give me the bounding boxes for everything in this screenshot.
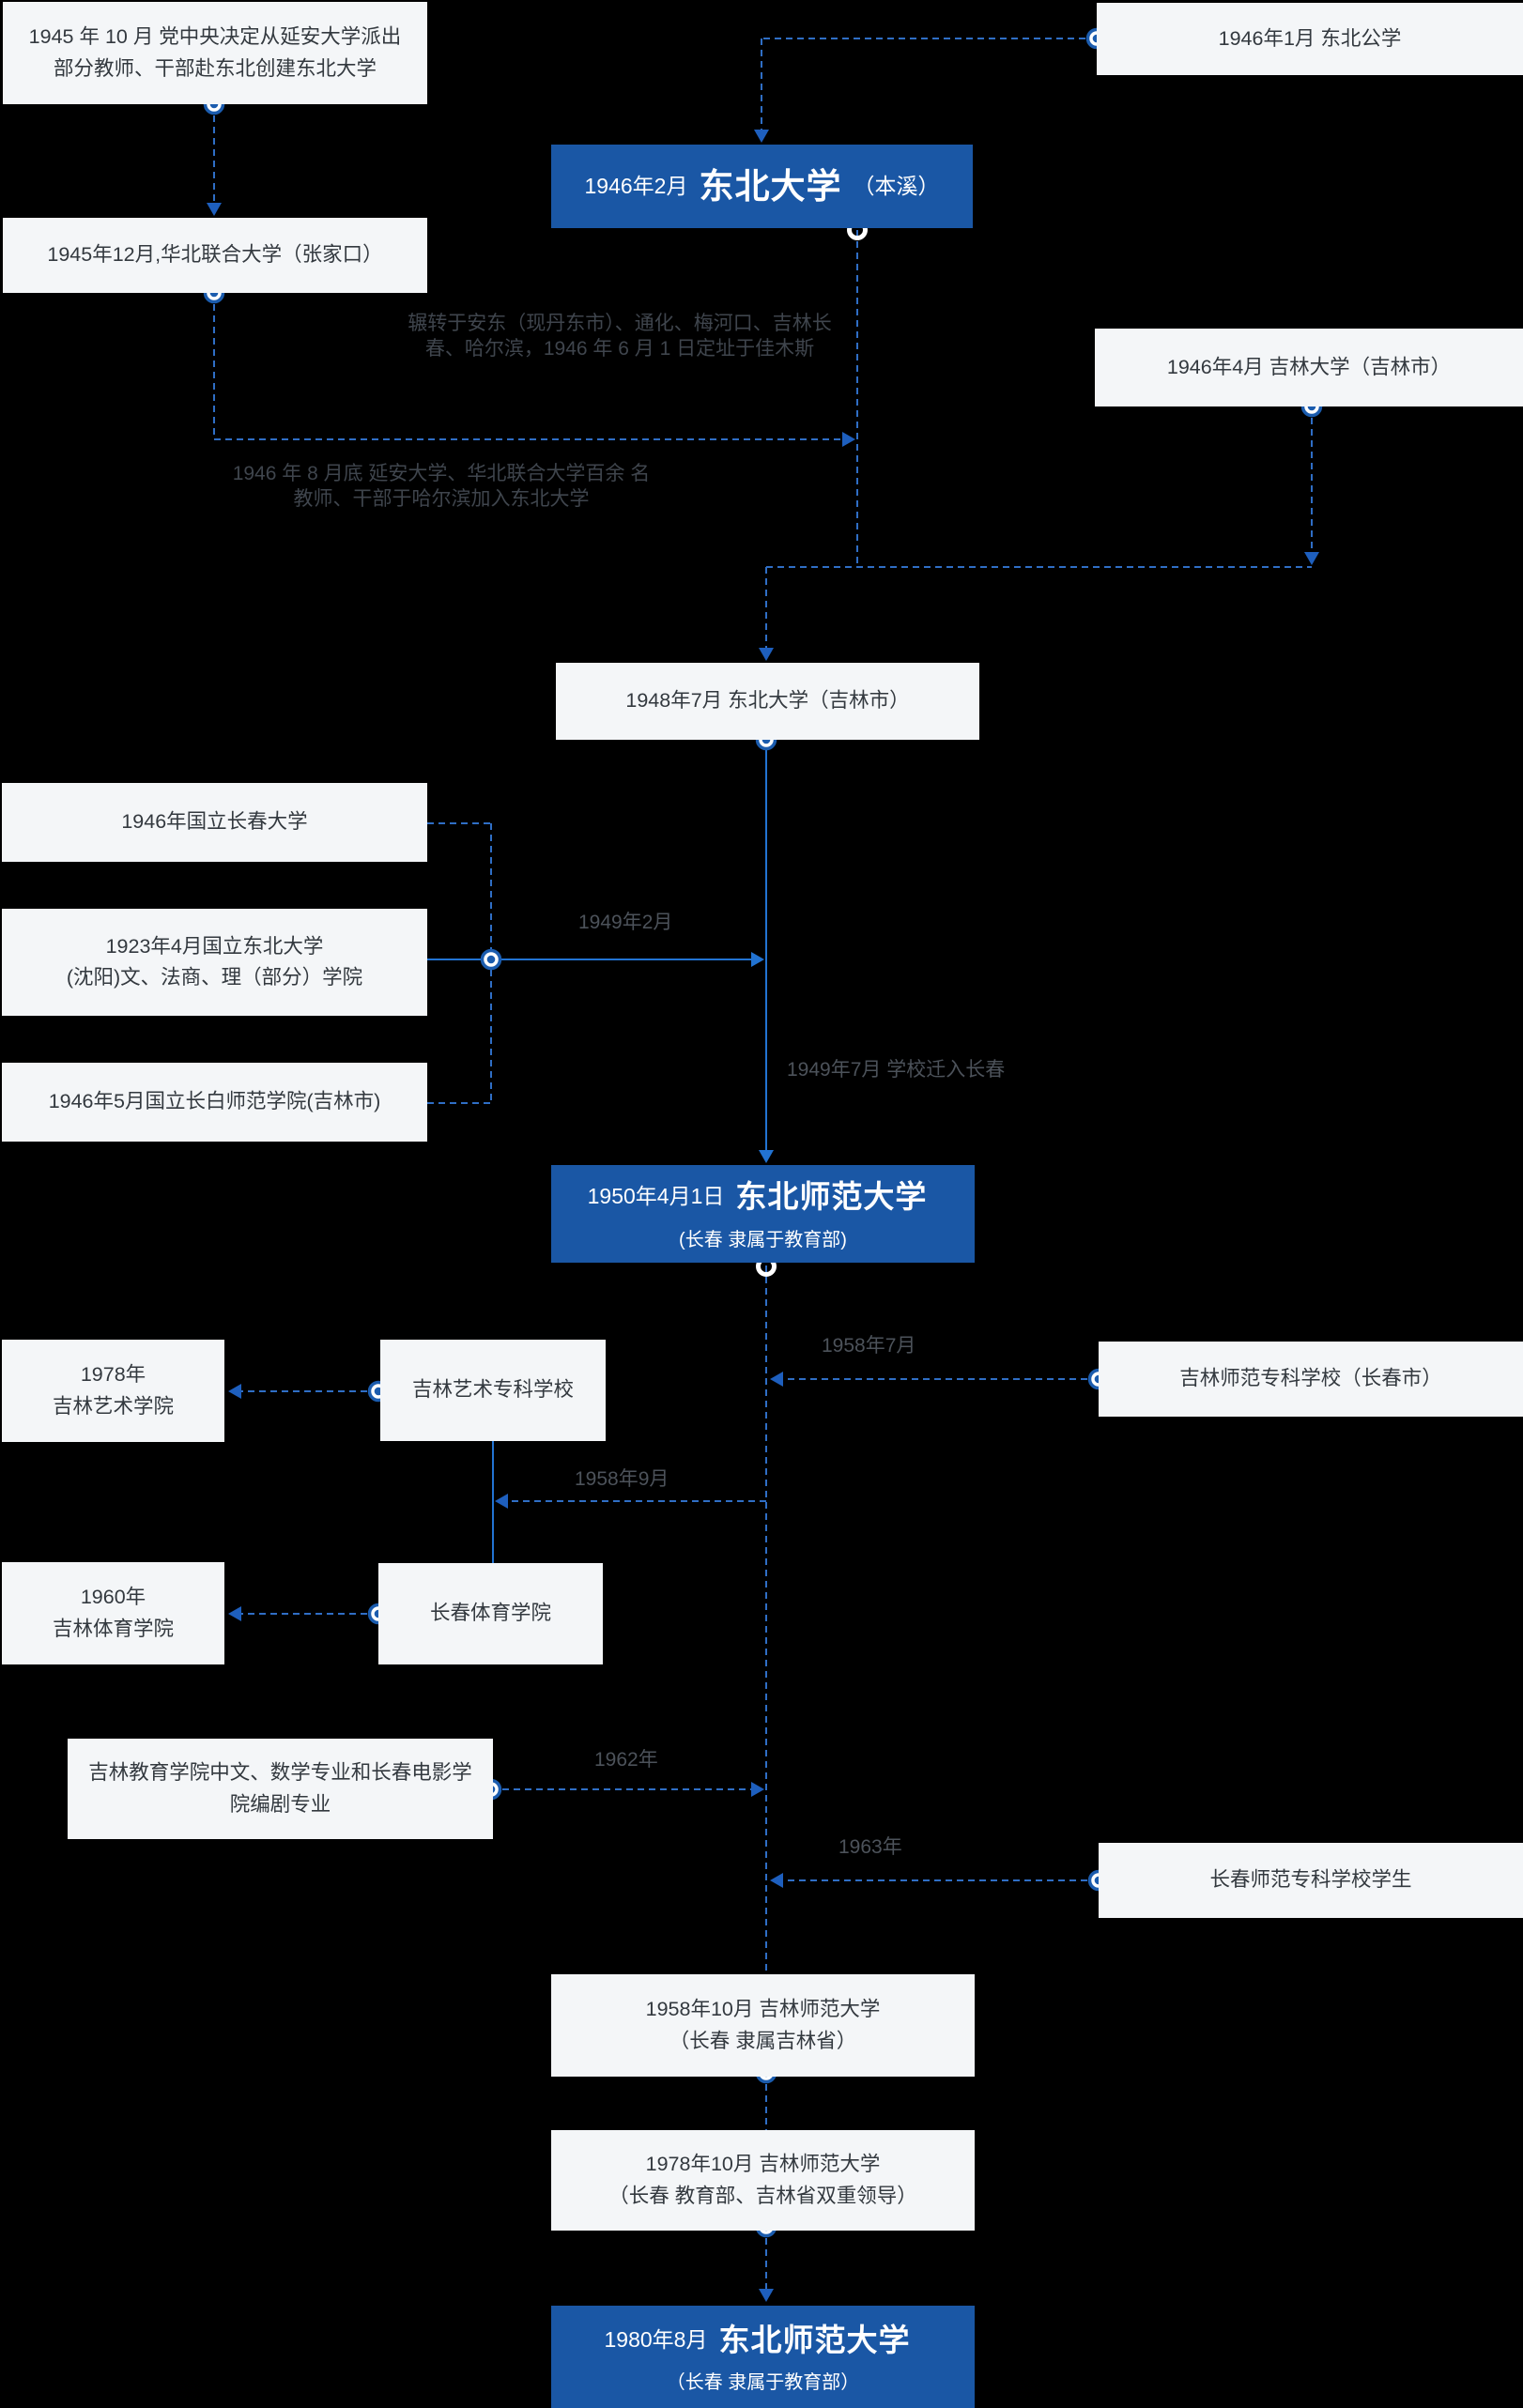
node-huabei-lianda-1945: 1945年12月,华北联合大学（张家口） xyxy=(3,218,427,293)
node-subtitle: (长春 隶属于教育部) xyxy=(679,1229,847,1250)
node-date: 1980年8月 xyxy=(604,2326,708,2352)
node-title: 东北师范大学 xyxy=(735,1179,928,1215)
node-text: (沈阳)文、法商、理（部分）学院 xyxy=(66,966,363,989)
edge-gongxue-to-dbdx1946 xyxy=(754,38,1097,143)
node-text: 1945年12月,华北联合大学（张家口） xyxy=(47,243,383,267)
node-text: 1978年10月 吉林师范大学 xyxy=(645,2153,881,2176)
label-text: 1946 年 8 月底 延安大学、华北联合大学百余 xyxy=(232,463,625,484)
label-1949-02: 1949年2月 xyxy=(578,912,673,933)
node-text: 长春师范专科学校学生 xyxy=(1209,1868,1412,1892)
node-nenu-1980: 1980年8月 东北师范大学 （长春 隶属于教育部） xyxy=(551,2306,975,2408)
label-1958-09: 1958年9月 xyxy=(575,1468,669,1490)
edge-ccty-to-jlty1960 xyxy=(228,1606,378,1621)
edge-jlsd1978-to-nenu1980 xyxy=(759,2227,774,2302)
node-jilin-jiaoyu-xueyuan: 吉林教育学院中文、数学专业和长春电影学 院编剧专业 xyxy=(68,1739,493,1839)
connection-dot-icon xyxy=(480,948,502,971)
node-text: 1978年 xyxy=(80,1363,146,1387)
node-text: 1960年 xyxy=(80,1586,146,1609)
label-1963: 1963年 xyxy=(838,1836,902,1858)
edge-jldx-join xyxy=(759,406,1319,661)
node-text: 1946年1月 东北公学 xyxy=(1218,26,1402,50)
edge-jyzk-to-jyxy1978 xyxy=(228,1384,378,1399)
bracket-merged-colleges xyxy=(427,822,764,1104)
label-text: 辗转于安东（现丹东市）、通化、梅河口、吉林长 xyxy=(408,313,832,334)
node-guoli-dongbei-1923: 1923年4月国立东北大学 (沈阳)文、法商、理（部分）学院 xyxy=(2,909,427,1016)
node-title-row: 1980年8月 东北师范大学 xyxy=(605,2316,922,2364)
node-subtitle: （长春 隶属于教育部） xyxy=(666,2372,860,2394)
label-text: 春、哈尔滨，1946 年 6 月 1 日定址于佳木斯 xyxy=(424,338,815,360)
label-join-1946-note: 1946 年 8 月底 延安大学、华北联合大学百余 名教师、干部于哈尔滨加入东北… xyxy=(230,461,653,512)
node-changchun-daxue-1946: 1946年国立长春大学 xyxy=(2,783,427,862)
label-1958-07: 1958年7月 xyxy=(822,1335,916,1357)
node-jilin-shida-1978: 1978年10月 吉林师范大学 （长春 教育部、吉林省双重领导） xyxy=(551,2130,975,2231)
node-jilin-daxue-1946: 1946年4月 吉林大学（吉林市） xyxy=(1095,329,1523,406)
edge-dbdx1948-to-nenu1950 xyxy=(759,740,774,1163)
node-text: 1923年4月国立东北大学 xyxy=(105,934,324,958)
node-nenu-1950: 1950年4月1日 东北师范大学 (长春 隶属于教育部) xyxy=(551,1165,975,1263)
edge-ccsz-merge-1963 xyxy=(770,1873,1099,1888)
node-jilin-shida-1958: 1958年10月 吉林师范大学 （长春 隶属吉林省） xyxy=(551,1974,975,2077)
node-text: 1946年国立长春大学 xyxy=(121,810,308,834)
node-text: 1946年5月国立长白师范学院(吉林市) xyxy=(48,1090,381,1113)
node-title: 东北师范大学 xyxy=(718,2322,911,2357)
node-text: 1948年7月 东北大学（吉林市） xyxy=(625,689,910,713)
node-location: （本溪） xyxy=(853,173,940,198)
node-text: 部分教师、干部赴东北创建东北大学 xyxy=(53,56,377,80)
label-text: 名教师、干部于哈尔滨加入东北大学 xyxy=(293,463,651,510)
node-title: 东北大学 xyxy=(699,166,842,206)
node-dongbei-daxue-1948: 1948年7月 东北大学（吉林市） xyxy=(556,663,979,740)
node-changchun-tiyu-xueyuan: 长春体育学院 xyxy=(378,1563,603,1664)
edge-jlsz-merge-1958 xyxy=(770,1372,1099,1387)
node-text: （长春 隶属吉林省） xyxy=(669,2029,857,2052)
node-text: 1958年10月 吉林师范大学 xyxy=(645,1998,881,2021)
node-jilin-yishu-zhuanke: 吉林艺术专科学校 xyxy=(380,1340,606,1441)
node-date: 1950年4月1日 xyxy=(587,1184,725,1209)
node-changbai-shifan-1946: 1946年5月国立长白师范学院(吉林市) xyxy=(2,1063,427,1142)
node-text: 吉林艺术学院 xyxy=(52,1394,174,1418)
label-relocation-note: 辗转于安东（现丹东市）、通化、梅河口、吉林长 春、哈尔滨，1946 年 6 月 … xyxy=(404,311,836,361)
node-dongbei-gongxue-1946: 1946年1月 东北公学 xyxy=(1097,3,1523,75)
node-text: 1945 年 10 月 党中央决定从延安大学派出 xyxy=(28,25,402,49)
node-yanan-1945: 1945 年 10 月 党中央决定从延安大学派出 部分教师、干部赴东北创建东北大… xyxy=(3,2,427,104)
node-text: 院编剧专业 xyxy=(229,1792,331,1816)
node-date: 1946年2月 xyxy=(584,173,688,198)
node-dongbei-daxue-1946: 1946年2月 东北大学 （本溪） xyxy=(551,145,973,228)
node-jilin-shizhuan: 吉林师范专科学校（长春市） xyxy=(1099,1342,1523,1417)
node-title-row: 1946年2月 东北大学 （本溪） xyxy=(585,160,940,213)
node-text: （长春 教育部、吉林省双重领导） xyxy=(608,2184,917,2207)
node-changchun-shizhuan-students: 长春师范专科学校学生 xyxy=(1099,1843,1523,1918)
node-text: 吉林教育学院中文、数学专业和长春电影学 xyxy=(88,1761,472,1785)
node-text: 吉林体育学院 xyxy=(52,1617,174,1640)
node-text: 吉林师范专科学校（长春市） xyxy=(1179,1367,1442,1390)
node-text: 长春体育学院 xyxy=(429,1602,551,1625)
node-jilin-yishu-xueyuan-1978: 1978年 吉林艺术学院 xyxy=(2,1340,224,1442)
label-1962: 1962年 xyxy=(594,1749,658,1771)
edge-split-1958-09 xyxy=(492,1441,766,1563)
node-text: 吉林艺术专科学校 xyxy=(411,1378,574,1402)
node-text: 1946年4月 吉林大学（吉林市） xyxy=(1166,355,1452,378)
node-jilin-tiyu-xueyuan-1960: 1960年 吉林体育学院 xyxy=(2,1562,224,1664)
label-1949-07: 1949年7月 学校迁入长春 xyxy=(787,1059,1006,1081)
edge-jljy-merge-1962 xyxy=(491,1782,764,1797)
edge-yanan-to-huabei xyxy=(207,104,222,216)
node-title-row: 1950年4月1日 东北师范大学 xyxy=(588,1173,939,1220)
